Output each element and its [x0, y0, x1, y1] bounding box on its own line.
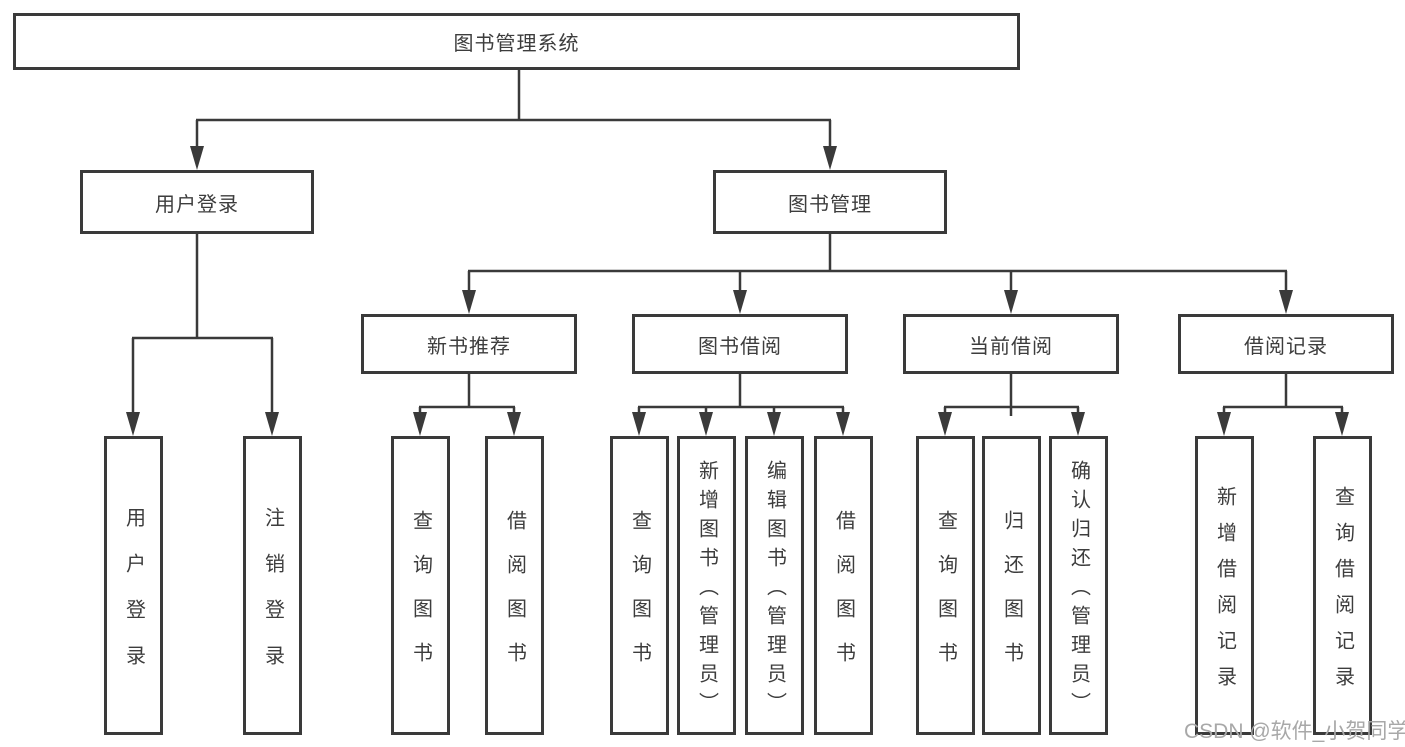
node-label: 编辑图书（管理员） — [763, 459, 786, 721]
node-label: 确认归还（管理员） — [1067, 459, 1090, 721]
node-label: 新书推荐 — [427, 335, 511, 358]
csdn-watermark: CSDN @软件_小贺同学 — [1184, 720, 1405, 743]
connector-bookmgmt-to-level3 — [467, 234, 1288, 294]
node-label: 借阅图书 — [503, 509, 526, 686]
leaf-query-borrow-record: 查询借阅记录 — [1313, 436, 1372, 735]
node-label: 用户登录 — [122, 506, 145, 691]
leaf-edit-books-admin: 编辑图书（管理员） — [745, 436, 804, 735]
leaf-borrow-books-recommend: 借阅图书 — [485, 436, 544, 735]
leaf-borrow-books: 借阅图书 — [814, 436, 873, 735]
node-label: 查询图书 — [934, 509, 957, 686]
node-label: 注销登录 — [261, 506, 284, 691]
node-label: 新增借阅记录 — [1213, 485, 1236, 702]
leaf-query-books-recommend: 查询图书 — [391, 436, 450, 735]
connector-newbooks-to-leaves — [418, 374, 516, 416]
node-label: 当前借阅 — [969, 335, 1053, 358]
connector-root-to-level2 — [195, 70, 832, 150]
node-label: 图书管理系统 — [453, 33, 580, 55]
leaf-query-books-current: 查询图书 — [916, 436, 975, 735]
leaf-add-books-admin: 新增图书（管理员） — [677, 436, 736, 735]
leaf-confirm-return-admin: 确认归还（管理员） — [1049, 436, 1108, 735]
leaf-add-borrow-record: 新增借阅记录 — [1195, 436, 1254, 735]
leaf-return-books: 归还图书 — [982, 436, 1041, 735]
node-library-management-system: 图书管理系统 — [13, 13, 1020, 70]
node-label: 归还图书 — [1000, 509, 1023, 686]
node-book-management: 图书管理 — [713, 170, 947, 234]
leaf-user-login: 用户登录 — [104, 436, 163, 735]
node-label: 图书管理 — [788, 193, 872, 216]
node-current-borrowing: 当前借阅 — [903, 314, 1119, 374]
leaf-logout: 注销登录 — [243, 436, 302, 735]
node-label: 借阅记录 — [1244, 335, 1328, 358]
node-user-login: 用户登录 — [80, 170, 314, 234]
node-label: 查询图书 — [628, 509, 651, 686]
connector-currentborrow-to-leaves — [943, 374, 1080, 416]
node-label: 借阅图书 — [832, 509, 855, 686]
connector-records-to-leaves — [1222, 374, 1344, 416]
node-book-borrowing: 图书借阅 — [632, 314, 848, 374]
leaf-query-books-borrow: 查询图书 — [610, 436, 669, 735]
connector-userlogin-to-leaves — [131, 234, 274, 416]
node-new-book-recommendation: 新书推荐 — [361, 314, 577, 374]
node-label: 用户登录 — [155, 193, 239, 216]
connector-bookborrow-to-leaves — [637, 374, 845, 416]
node-borrowing-records: 借阅记录 — [1178, 314, 1394, 374]
node-label: 图书借阅 — [698, 335, 782, 358]
node-label: 查询借阅记录 — [1331, 485, 1354, 702]
node-label: 查询图书 — [409, 509, 432, 686]
node-label: 新增图书（管理员） — [695, 459, 718, 721]
